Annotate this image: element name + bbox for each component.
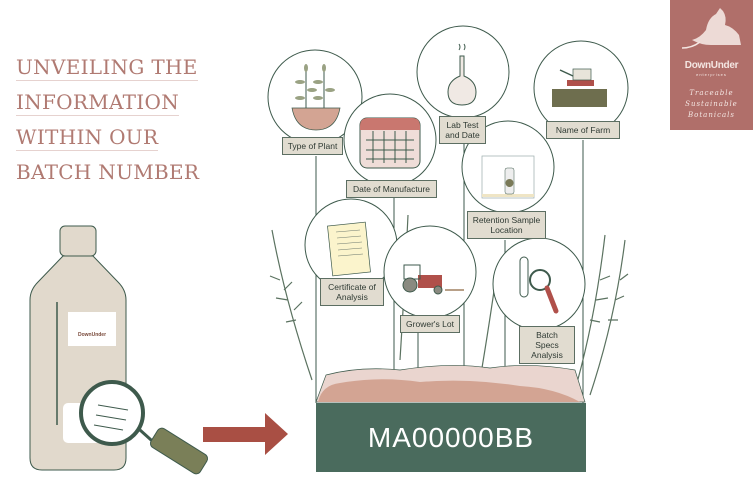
brand-sub: enterprises (696, 72, 727, 77)
brand-name: DownUnder (684, 60, 739, 71)
node-label-batch-specs: Batch Specs Analysis (519, 326, 575, 364)
sample-bottle-icon (481, 155, 535, 199)
arrow-right-icon (203, 413, 288, 455)
node-label-certificate: Certificate of Analysis (320, 278, 384, 306)
node-label-date-of-manufacture: Date of Manufacture (346, 180, 437, 198)
tagline: Traceable Sustainable Botanicals (670, 88, 753, 121)
node-circles (267, 25, 629, 331)
batch-number: MA00000BB (367, 421, 535, 453)
title-line: BATCH NUMBER (16, 160, 200, 184)
batch-box (316, 403, 586, 472)
harvester-icon (552, 68, 607, 107)
tagline-line: Botanicals (687, 111, 736, 119)
node-label-name-of-farm: Name of Farm (546, 121, 620, 139)
tagline-line: Sustainable (685, 100, 738, 108)
node-label-growers-lot: Grower's Lot (400, 315, 460, 333)
calendar-icon (359, 117, 421, 169)
tractor-icon (402, 264, 464, 295)
title-line: WITHIN OUR (16, 125, 159, 151)
magnifier-icon (79, 380, 209, 475)
tagline-line: Traceable (689, 89, 734, 97)
document-icon (327, 221, 371, 277)
node-label-retention-sample: Retention Sample Location (467, 211, 546, 239)
kangaroo-logo-icon (681, 8, 741, 49)
title-line: UNVEILING THE (16, 55, 198, 81)
node-label-type-of-plant: Type of Plant (282, 137, 343, 155)
test-tube-magnifier-icon (519, 256, 559, 314)
flask-icon (447, 43, 477, 106)
page-title: UNVEILING THE INFORMATION WITHIN OUR BAT… (16, 52, 199, 191)
node-label-lab-test: Lab Test and Date (439, 116, 486, 144)
title-line: INFORMATION (16, 90, 179, 116)
plant-pot-icon (291, 64, 341, 131)
brand-logo: DownUnder enterprises Traceable Sustaina… (670, 0, 753, 130)
svg-text:DownUnder: DownUnder (78, 332, 106, 338)
